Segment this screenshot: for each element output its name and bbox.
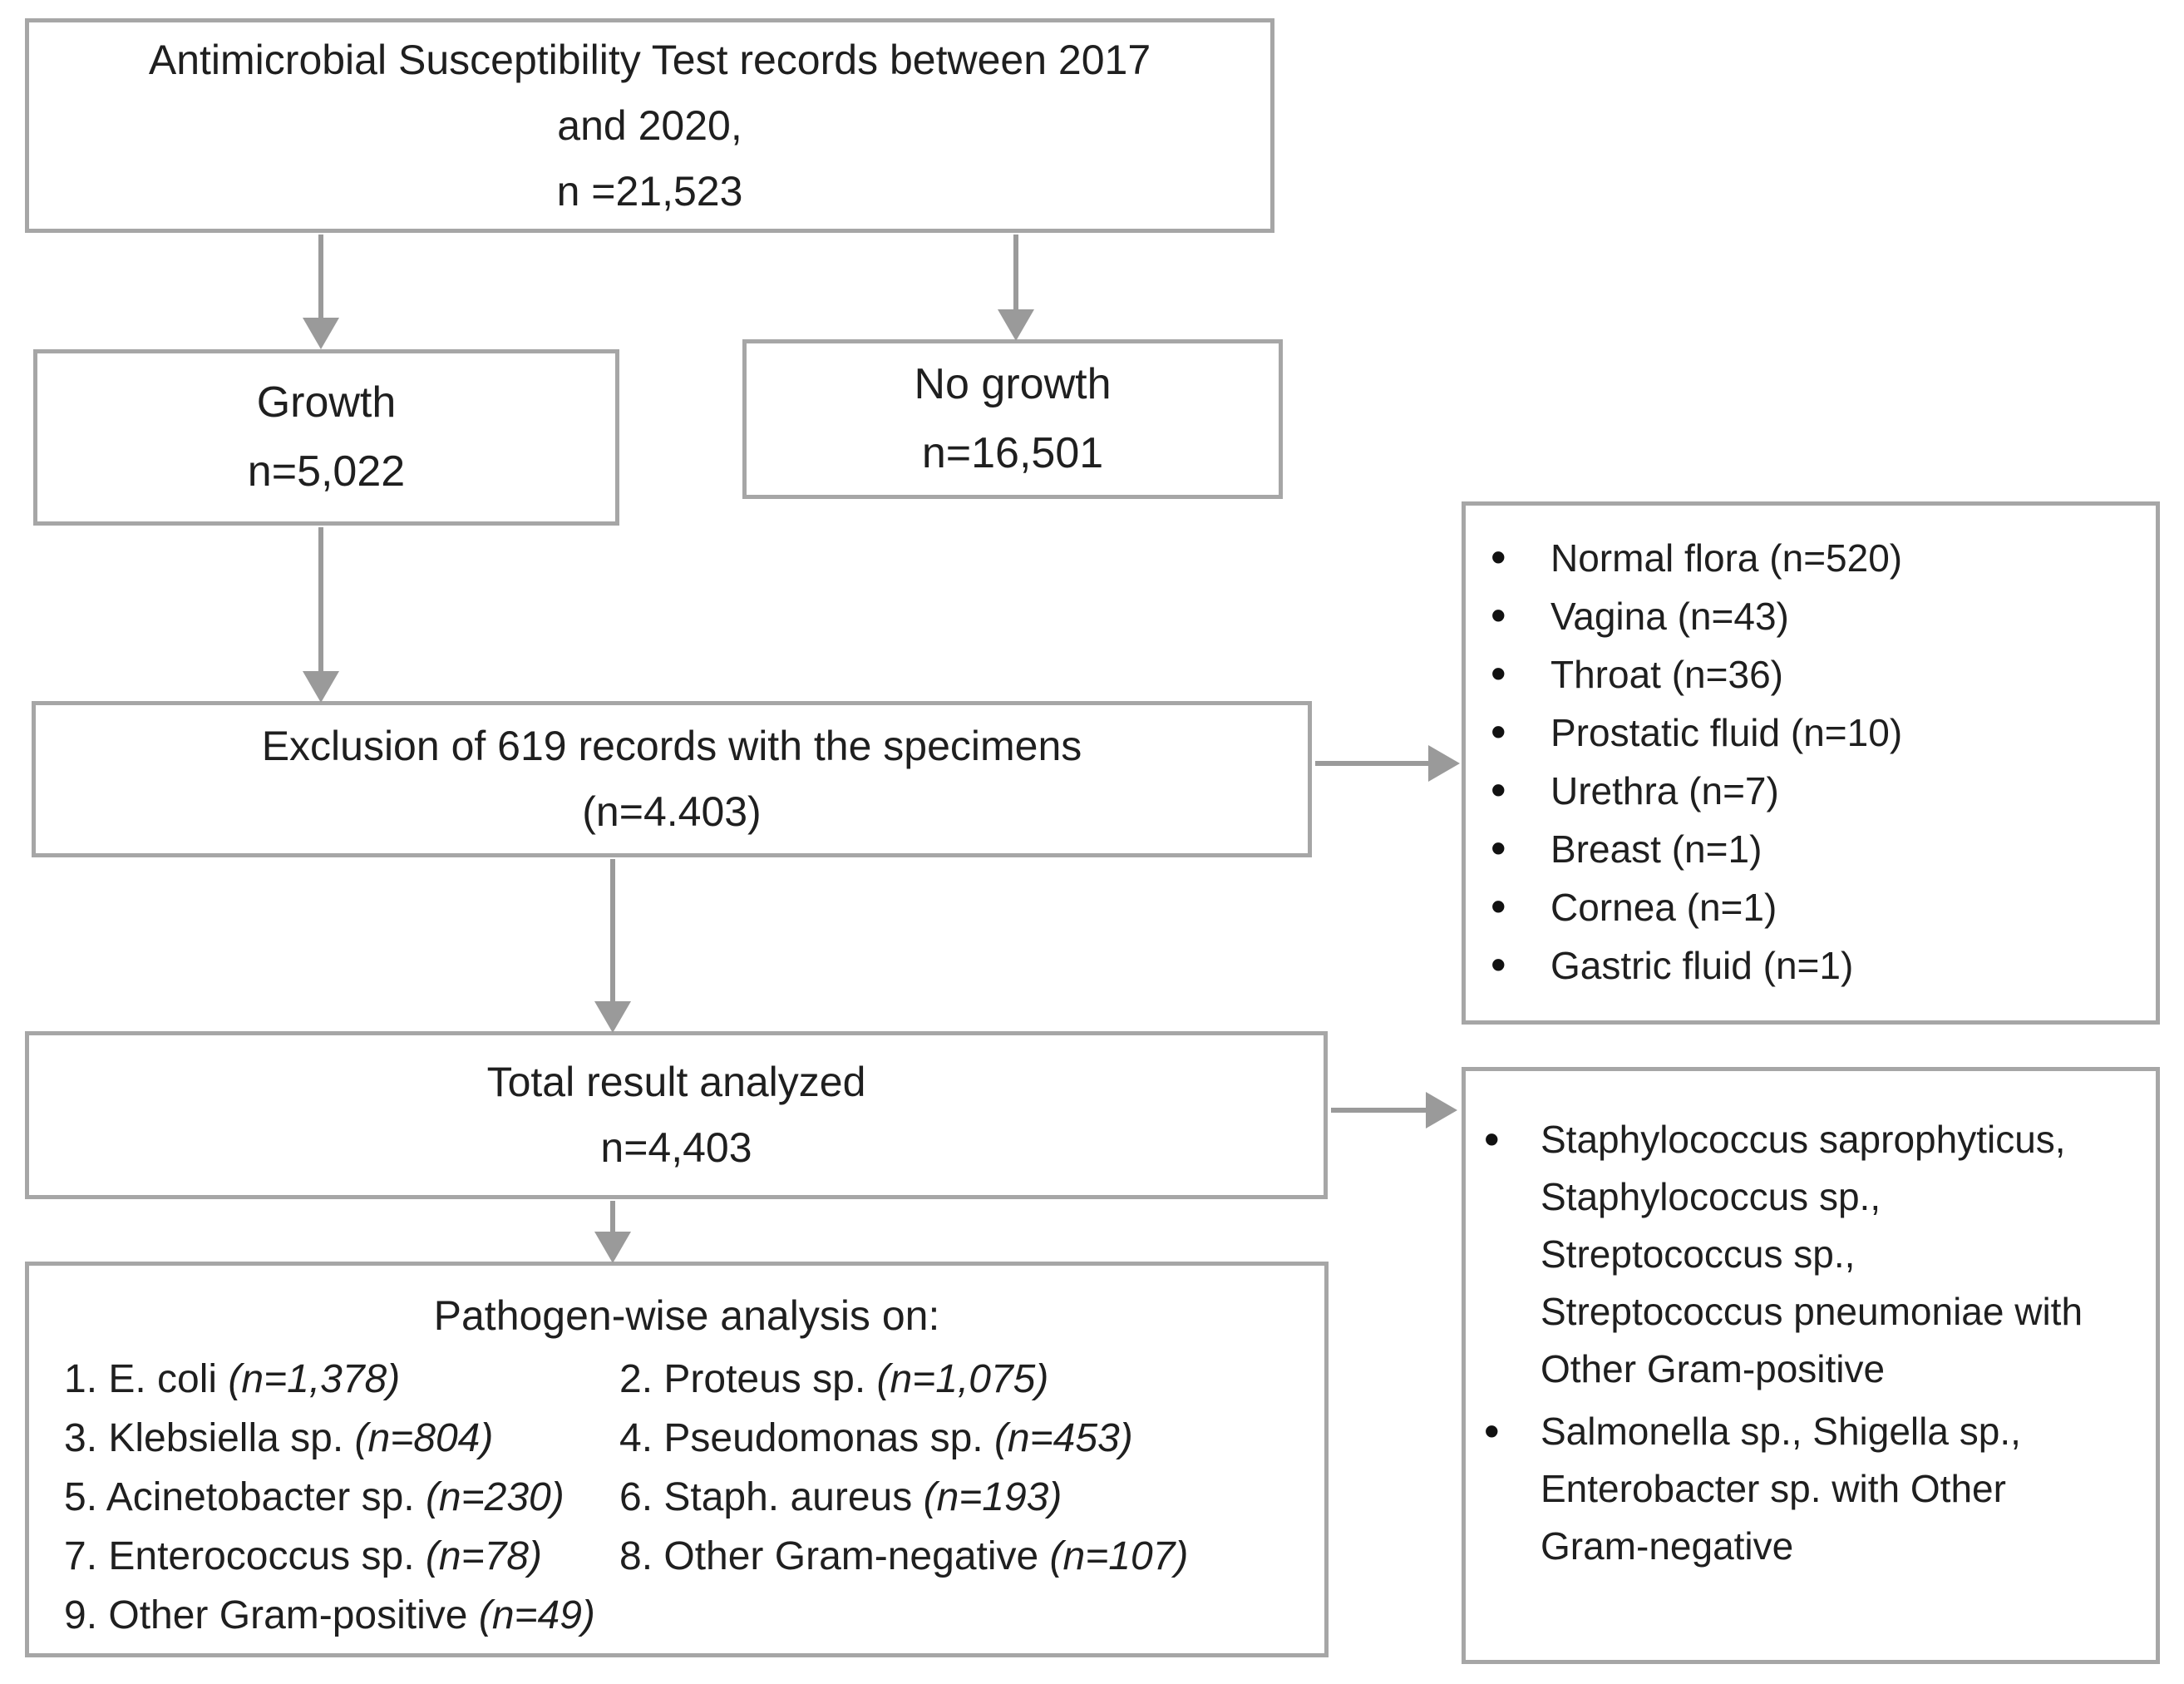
arrow-shaft [610, 859, 615, 1001]
arrow-head [594, 1232, 631, 1263]
records-line-3: n =21,523 [556, 167, 743, 215]
pathogen-item-label: 3. Klebsiella sp. [64, 1416, 355, 1460]
pathogen-item: 1. E. coli (n=1,378) [64, 1359, 619, 1400]
specimen-item: Gastric fluid (n=1) [1466, 936, 2156, 995]
pathogen-item-count: (n=230) [425, 1475, 564, 1519]
arrow-shaft [1315, 761, 1428, 766]
pathogen-box: Pathogen-wise analysis on: 1. E. coli (n… [25, 1262, 1329, 1657]
specimens-list: Normal flora (n=520) Vagina (n=43) Throa… [1466, 529, 2156, 995]
pathogen-item: 3. Klebsiella sp. (n=804) [64, 1418, 619, 1459]
pathogen-item: 5. Acinetobacter sp. (n=230) [64, 1477, 619, 1519]
groups-box: Staphylococcus saprophyticus, Staphyloco… [1462, 1067, 2160, 1664]
exclusion-line-2: (n=4.403) [582, 788, 762, 835]
group-item: Staphylococcus saprophyticus, Staphyloco… [1466, 1111, 2156, 1398]
specimen-item: Normal flora (n=520) [1466, 529, 2156, 587]
pathogen-item-count: (n=1,378) [228, 1357, 401, 1401]
arrow-shaft [1331, 1108, 1426, 1113]
pathogen-item-label: 7. Enterococcus sp. [64, 1534, 426, 1578]
pathogen-item: 9. Other Gram-positive (n=49) [64, 1595, 619, 1637]
pathogen-item-label: 1. E. coli [64, 1357, 229, 1401]
arrow-shaft [318, 527, 323, 671]
total-box: Total result analyzed n=4,403 [25, 1031, 1328, 1199]
pathogen-item-count: (n=193) [923, 1475, 1062, 1519]
arrow-shaft [1013, 235, 1018, 309]
total-line-1: Total result analyzed [486, 1059, 866, 1105]
groups-list: Staphylococcus saprophyticus, Staphyloco… [1466, 1111, 2156, 1580]
specimen-item: Prostatic fluid (n=10) [1466, 704, 2156, 762]
arrow-total-to-pathogen [594, 1201, 631, 1263]
records-line-1: Antimicrobial Susceptibility Test record… [148, 36, 1151, 83]
growth-line-2: n=5,022 [247, 447, 406, 496]
arrow-total-to-groups [1331, 1092, 1457, 1128]
pathogen-item-count: (n=453) [993, 1416, 1133, 1460]
records-box: Antimicrobial Susceptibility Test record… [25, 18, 1274, 233]
no-growth-line-2: n=16,501 [921, 429, 1104, 477]
arrow-head [1426, 1092, 1457, 1128]
arrow-head [303, 318, 339, 349]
specimen-item: Urethra (n=7) [1466, 762, 2156, 820]
pathogen-item-label: 5. Acinetobacter sp. [64, 1475, 426, 1519]
growth-box: Growth n=5,022 [33, 349, 619, 526]
exclusion-box: Exclusion of 619 records with the specim… [32, 701, 1312, 857]
pathogen-item: 6. Staph. aureus (n=193) [619, 1477, 1309, 1519]
arrow-head [998, 309, 1034, 341]
no-growth-box: No growth n=16,501 [742, 339, 1283, 499]
specimen-item: Throat (n=36) [1466, 645, 2156, 704]
pathogen-item-label: 9. Other Gram-positive [64, 1593, 479, 1637]
records-line-2: and 2020, [557, 101, 742, 149]
arrow-shaft [610, 1201, 615, 1232]
growth-line-1: Growth [256, 378, 397, 427]
arrow-head [1428, 745, 1460, 782]
group-item: Salmonella sp., Shigella sp., Enterobact… [1466, 1403, 2156, 1575]
specimen-item: Vagina (n=43) [1466, 587, 2156, 645]
arrow-exclusion-to-total [594, 859, 631, 1033]
pathogen-item-label: 2. Proteus sp. [619, 1357, 877, 1401]
pathogen-item: 4. Pseudomonas sp. (n=453) [619, 1418, 1309, 1459]
specimens-box: Normal flora (n=520) Vagina (n=43) Throa… [1462, 501, 2160, 1025]
pathogen-item: 7. Enterococcus sp. (n=78) [64, 1536, 619, 1578]
exclusion-line-1: Exclusion of 619 records with the specim… [261, 723, 1082, 769]
arrow-records-to-no-growth [998, 235, 1034, 341]
arrow-shaft [318, 235, 323, 318]
specimen-item: Breast (n=1) [1466, 820, 2156, 878]
pathogen-title: Pathogen-wise analysis on: [433, 1292, 940, 1339]
pathogen-list: 1. E. coli (n=1,378) 2. Proteus sp. (n=1… [64, 1359, 1309, 1637]
pathogen-item-label: 4. Pseudomonas sp. [619, 1416, 994, 1460]
pathogen-item-label: 6. Staph. aureus [619, 1475, 924, 1519]
arrow-head [594, 1001, 631, 1033]
specimen-item: Cornea (n=1) [1466, 878, 2156, 936]
pathogen-item-count: (n=1,075) [876, 1357, 1049, 1401]
pathogen-item: 2. Proteus sp. (n=1,075) [619, 1359, 1309, 1400]
arrow-records-to-growth [303, 235, 339, 349]
arrow-exclusion-to-specimens [1315, 745, 1460, 782]
pathogen-item-count: (n=49) [478, 1593, 595, 1637]
pathogen-item-count: (n=78) [425, 1534, 542, 1578]
pathogen-item-label: 8. Other Gram-negative [619, 1534, 1050, 1578]
arrow-growth-to-exclusion [303, 527, 339, 703]
no-growth-line-1: No growth [914, 359, 1112, 408]
arrow-head [303, 671, 339, 703]
total-line-2: n=4,403 [600, 1124, 752, 1171]
pathogen-item-count: (n=804) [354, 1416, 494, 1460]
pathogen-item: 8. Other Gram-negative (n=107) [619, 1536, 1309, 1578]
pathogen-item-count: (n=107) [1049, 1534, 1189, 1578]
